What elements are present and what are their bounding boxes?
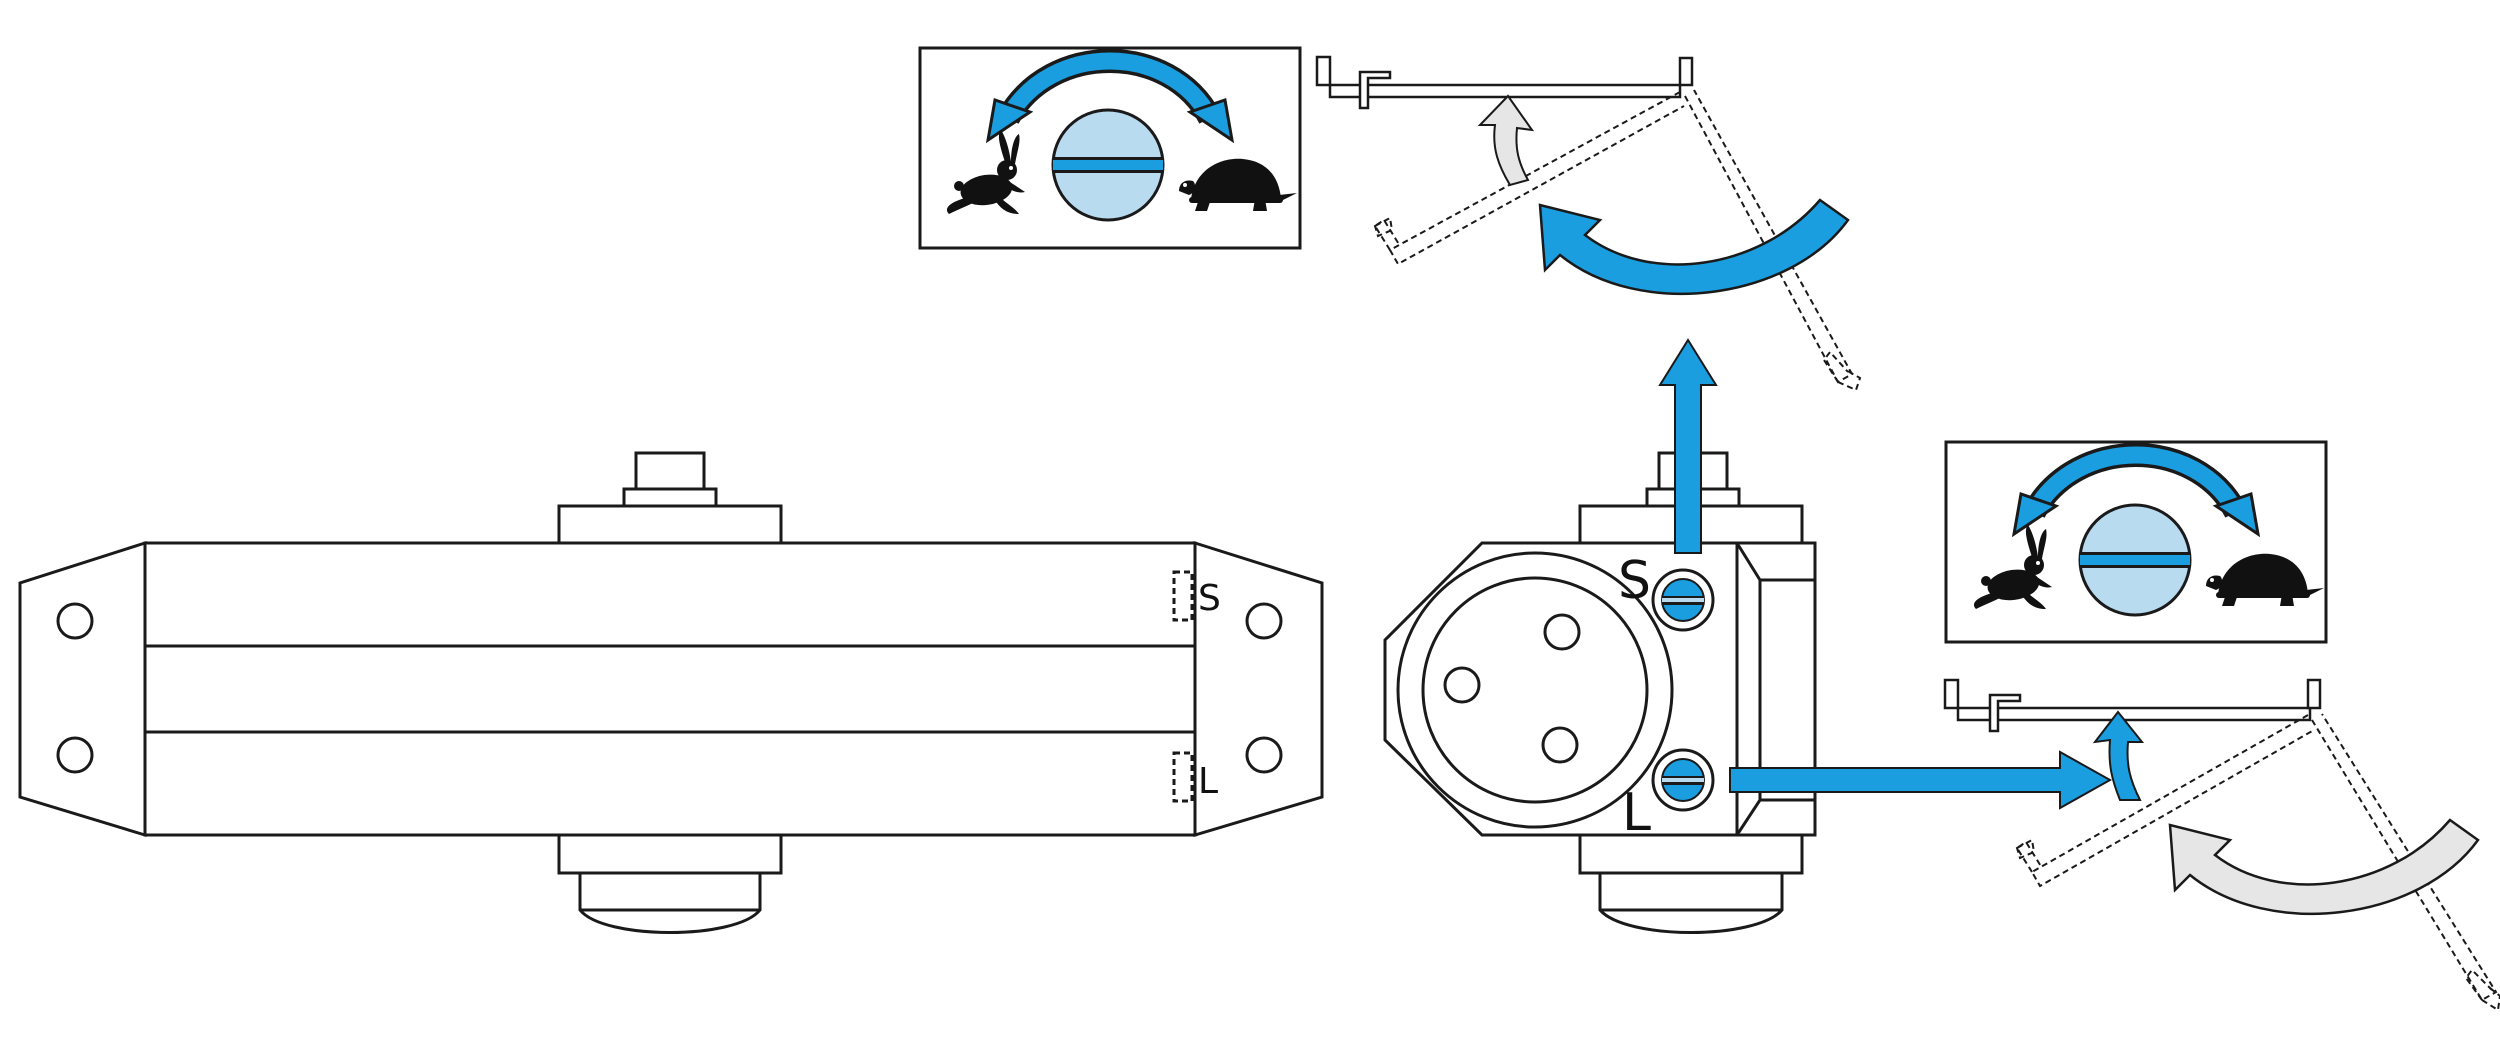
- closing-swing-arrow-l: [2092, 710, 2145, 801]
- side-view-label-s: S: [1198, 578, 1221, 619]
- double-curved-arrow-icon: [2026, 446, 2244, 517]
- cylinder-bolt: [1543, 613, 1581, 651]
- adjustment-screw-icon: [2078, 503, 2192, 617]
- valve-l-pointer-arrow: [1729, 750, 2113, 810]
- bottom-mount-block: [557, 833, 783, 875]
- mount-hole: [1245, 602, 1283, 640]
- valve-l-hidden: [1172, 751, 1194, 803]
- speed-adjust-panel-s: [918, 46, 1302, 250]
- valve-label-l: L: [1622, 783, 1651, 843]
- end-cylinder-inner: [1421, 576, 1649, 804]
- valve-s-hidden: [1172, 570, 1194, 622]
- side-view-label-l: L: [1198, 761, 1218, 802]
- end-bottom-cap: [1598, 871, 1784, 934]
- cylinder-bolt: [1541, 726, 1579, 764]
- mount-hole: [56, 602, 94, 640]
- door-swing-diagram-s: [1315, 55, 1862, 392]
- shaft-cap: [634, 451, 706, 493]
- closing-swing-arrow-s: [1538, 198, 1850, 296]
- valve-l-screw-icon: [1661, 758, 1705, 802]
- bottom-cap: [578, 871, 762, 934]
- valve-s-screw-icon: [1661, 578, 1705, 622]
- cylinder-bolt: [1443, 666, 1481, 704]
- inactive-swing-arrow: [1477, 94, 1535, 187]
- shaft-collar: [622, 487, 718, 508]
- mount-hole: [56, 736, 94, 774]
- mount-hole: [1245, 736, 1283, 774]
- closer-body: [143, 541, 1197, 837]
- top-mount-block: [557, 504, 783, 545]
- adjustment-screw-icon: [1051, 108, 1165, 222]
- left-end-plate: [18, 540, 147, 838]
- valve-label-s: S: [1618, 551, 1651, 611]
- speed-adjust-panel-l: [1944, 440, 2328, 644]
- valve-s-pointer-arrow: [1658, 338, 1718, 554]
- door-closer-side-view: [18, 451, 1324, 934]
- end-bottom-block: [1578, 833, 1804, 875]
- door-closer-end-view: [1383, 451, 1817, 934]
- inactive-swing-arrow: [2168, 818, 2480, 916]
- door-swing-diagram-l: [1943, 678, 2500, 1012]
